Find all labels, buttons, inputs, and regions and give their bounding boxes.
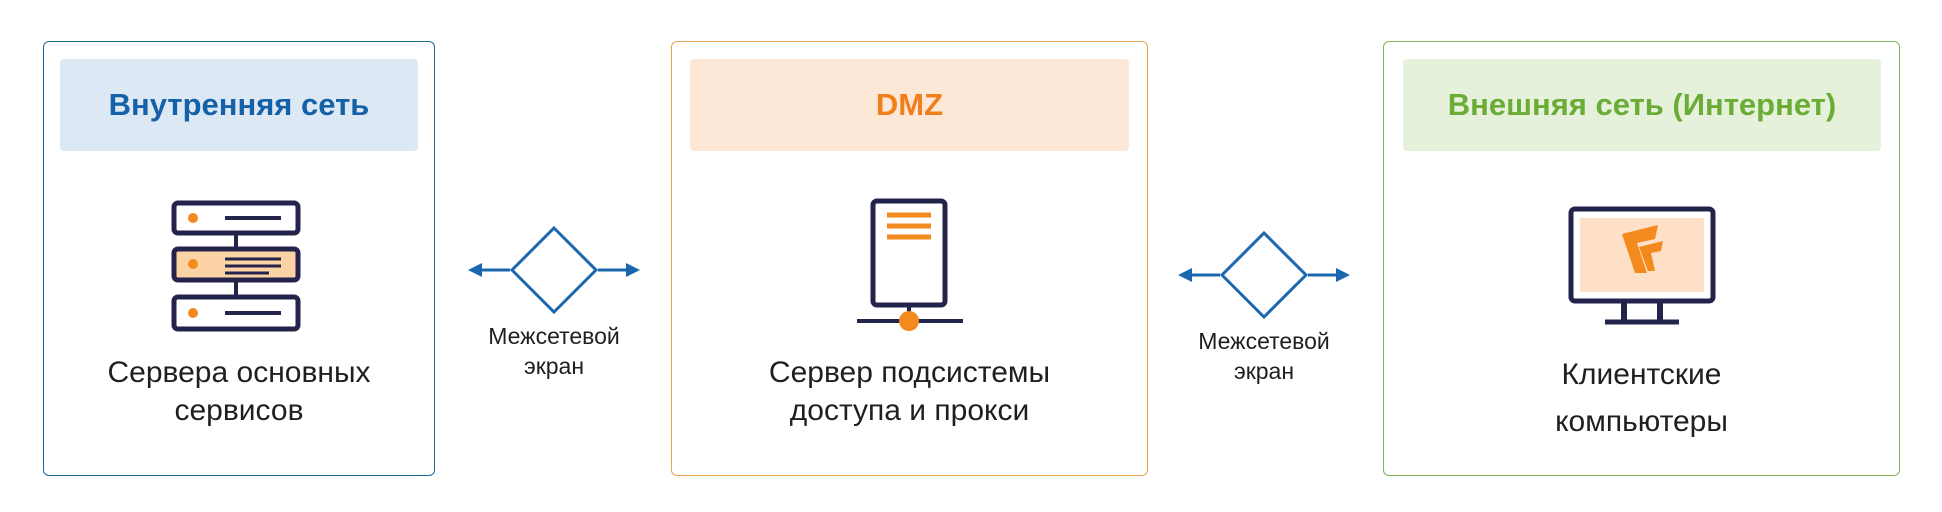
firewall-icon [1178, 231, 1350, 320]
zone-title: DMZ [875, 87, 944, 122]
zone-caption-internal: Сервера основных сервисов [107, 356, 371, 427]
zone-internal: Внутренняя сеть Сервера основных сервисо… [43, 41, 435, 476]
zone-caption-dmz: Сервер подсистемы доступа и прокси [768, 356, 1051, 427]
firewall-label: Межсетевой экран [1198, 328, 1330, 384]
server-tower-icon [857, 198, 963, 331]
zone-dmz: DMZ Сервер подсистемы доступа и прокси [671, 41, 1148, 476]
zone-title: Внешняя сеть (Интернет) [1447, 87, 1837, 122]
server-rack-icon [171, 200, 301, 332]
firewall-label: Межсетевой экран [488, 323, 620, 379]
zone-header-internal: Внутренняя сеть [60, 59, 418, 151]
zone-header-dmz: DMZ [690, 59, 1129, 151]
zone-external: Внешняя сеть (Интернет) Клиентские компь… [1383, 41, 1900, 476]
logo-icon [1622, 225, 1663, 273]
monitor-icon [1568, 206, 1716, 325]
zone-header-external: Внешняя сеть (Интернет) [1403, 59, 1881, 151]
firewall-icon [468, 226, 640, 315]
zone-title: Внутренняя сеть [108, 87, 370, 122]
zone-caption-external: Клиентские компьютеры [1555, 358, 1728, 438]
